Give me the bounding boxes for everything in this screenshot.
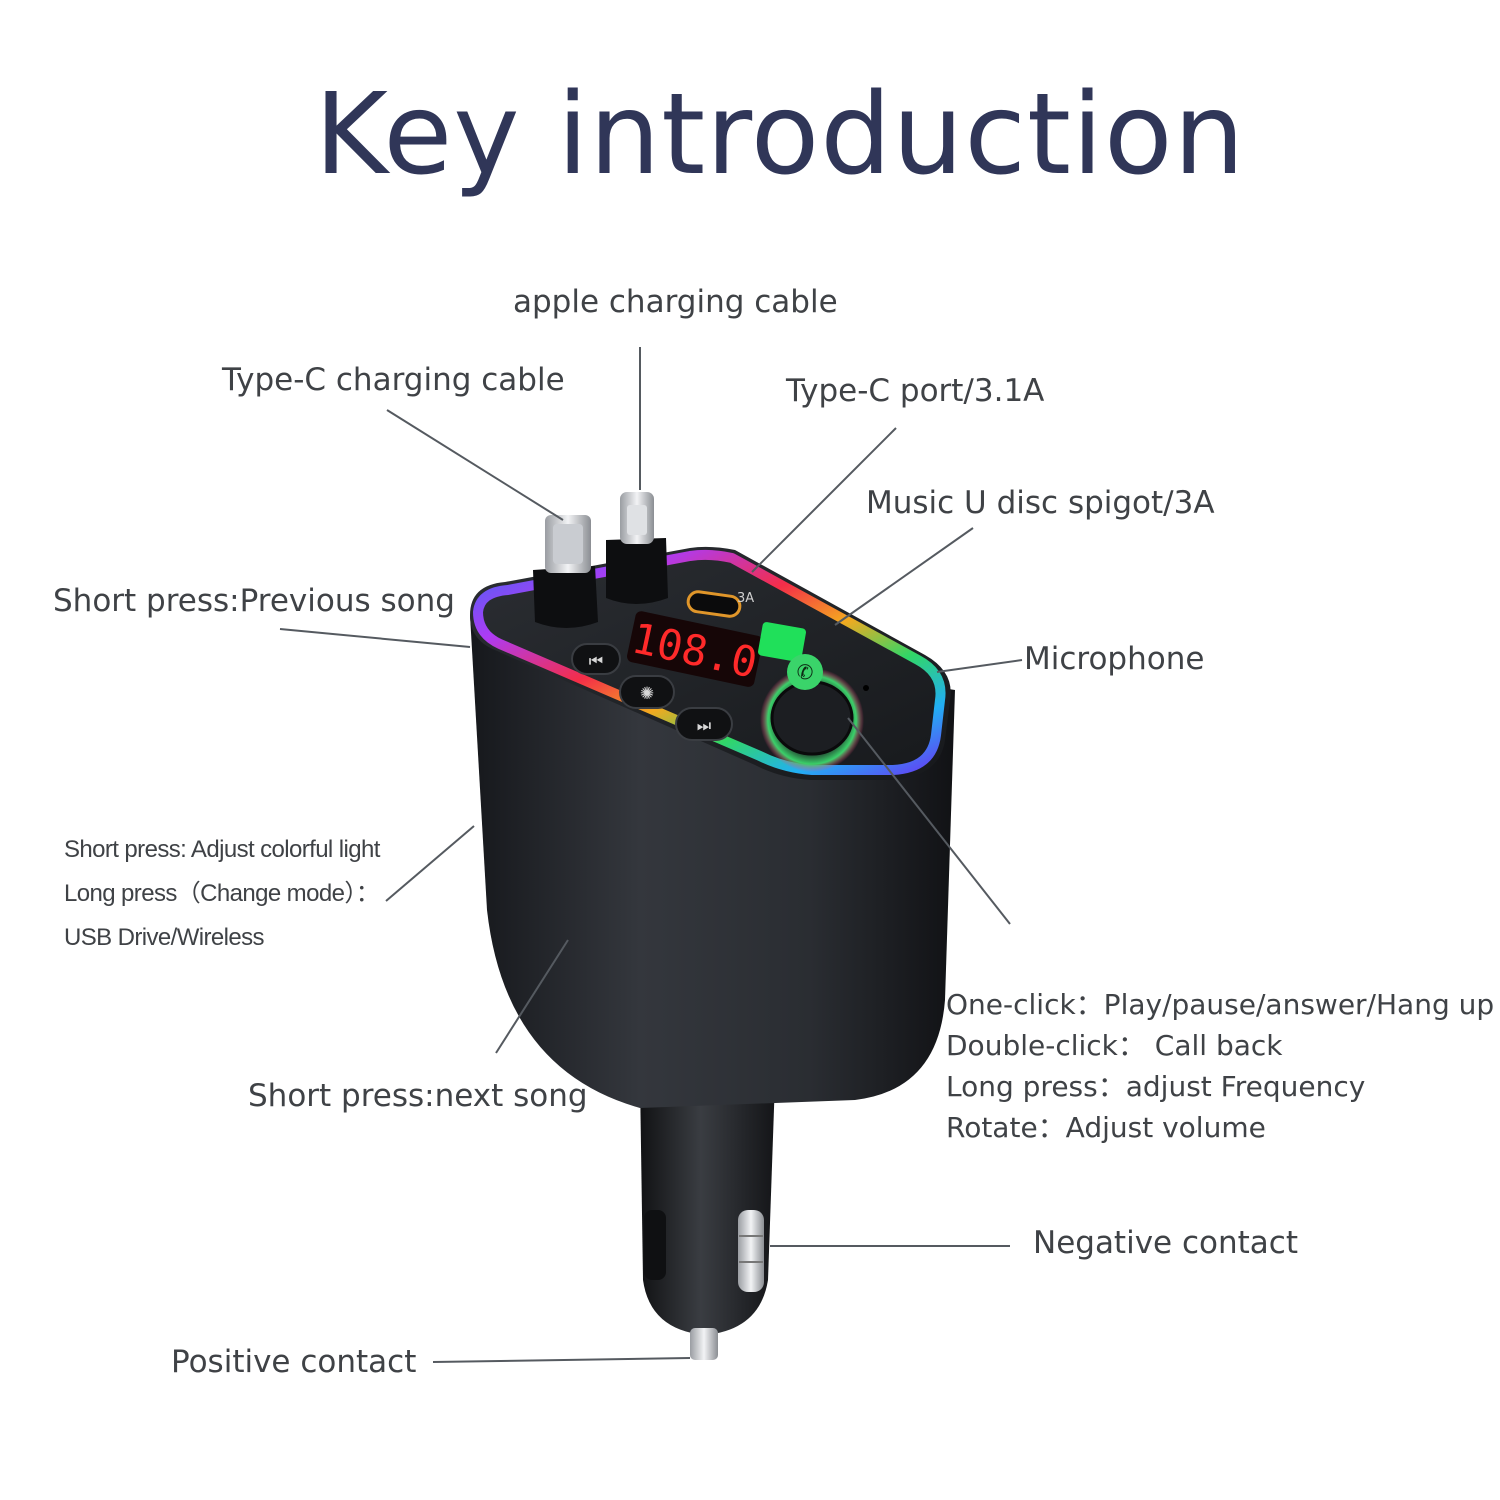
light-button-line: Long press（Change mode）： (64, 880, 380, 907)
label-microphone: Microphone (1024, 641, 1205, 677)
port-marking: 3A (737, 591, 754, 606)
knob-function-line: One-click：Play/pause/answer/Hang up (946, 988, 1495, 1021)
label-negative-contact: Negative contact (1033, 1225, 1298, 1261)
knob-function-line: Rotate：Adjust volume (946, 1111, 1266, 1144)
type-c-port (686, 590, 742, 618)
label-apple-charging-cable: apple charging cable (513, 284, 838, 320)
negative-spring-contact (738, 1210, 764, 1292)
label-positive-contact: Positive contact (171, 1344, 417, 1380)
label-knob-functions: One-click：Play/pause/answer/Hang up Doub… (946, 984, 1494, 1148)
knob-function-line: Long press：adjust Frequency (946, 1070, 1366, 1103)
led-display (627, 611, 763, 687)
label-next-song: Short press:next song (248, 1078, 588, 1114)
next-button[interactable]: ⏭ (675, 707, 733, 741)
previous-track-icon: ⏮ (589, 651, 603, 670)
leader-lines (279, 347, 1023, 1363)
microphone-hole (863, 685, 869, 691)
side-clip (644, 1210, 666, 1280)
label-light-button: Short press: Adjust colorful light Long … (64, 828, 380, 960)
phone-icon: ✆ (797, 660, 814, 684)
label-type-c-charging-cable: Type-C charging cable (222, 362, 565, 398)
knob-function-line: Double-click： Call back (946, 1029, 1283, 1062)
rgb-light-ring (473, 549, 946, 775)
light-button-line: USB Drive/Wireless (64, 924, 265, 951)
light-button[interactable]: ✺ (619, 675, 675, 709)
previous-button[interactable]: ⏮ (571, 643, 621, 675)
light-bulb-icon: ✺ (640, 684, 654, 704)
apple-charging-cable (606, 492, 668, 604)
positive-tip-contact (690, 1328, 718, 1360)
usb-port (758, 622, 806, 662)
type-c-charging-cable (533, 515, 598, 628)
label-type-c-port: Type-C port/3.1A (786, 373, 1045, 409)
plug-barrel (640, 1080, 775, 1335)
label-previous-song: Short press:Previous song (53, 583, 455, 619)
light-button-line: Short press: Adjust colorful light (64, 836, 380, 863)
page-title: Key introduction (314, 70, 1246, 200)
label-music-u-disc: Music U disc spigot/3A (866, 485, 1215, 521)
next-track-icon: ⏭ (697, 716, 711, 735)
multifunction-knob[interactable]: ✆ (760, 654, 864, 772)
